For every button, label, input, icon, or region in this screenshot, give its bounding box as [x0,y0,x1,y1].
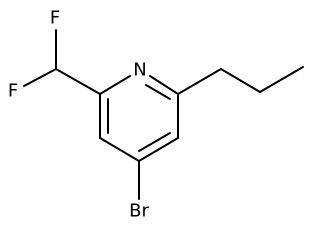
bond-c2-ch2 [177,68,222,95]
nitrogen-label: N [133,60,146,81]
bond-n-c2 [149,75,179,95]
chemical-structure: N F F Br [8,8,304,222]
double-bond-c3-c4 [138,132,171,152]
bond-c6-chf2 [55,68,101,95]
bond-ch2-ch2 [220,68,261,93]
bond-ch2-ch3 [259,66,304,93]
bromine-label: Br [129,201,149,222]
bond-n-c6 [99,75,131,95]
difluoromethyl-group [23,29,101,95]
double-bond-n-c2 [145,84,171,100]
bond-chf2-f-left [23,68,57,87]
fluorine-left-label: F [8,81,18,102]
pyridine-ring [99,75,179,162]
bond-c3-c4 [138,137,179,162]
fluorine-top-label: F [50,8,60,29]
propyl-group [177,66,304,95]
bond-c4-c5 [99,137,140,162]
